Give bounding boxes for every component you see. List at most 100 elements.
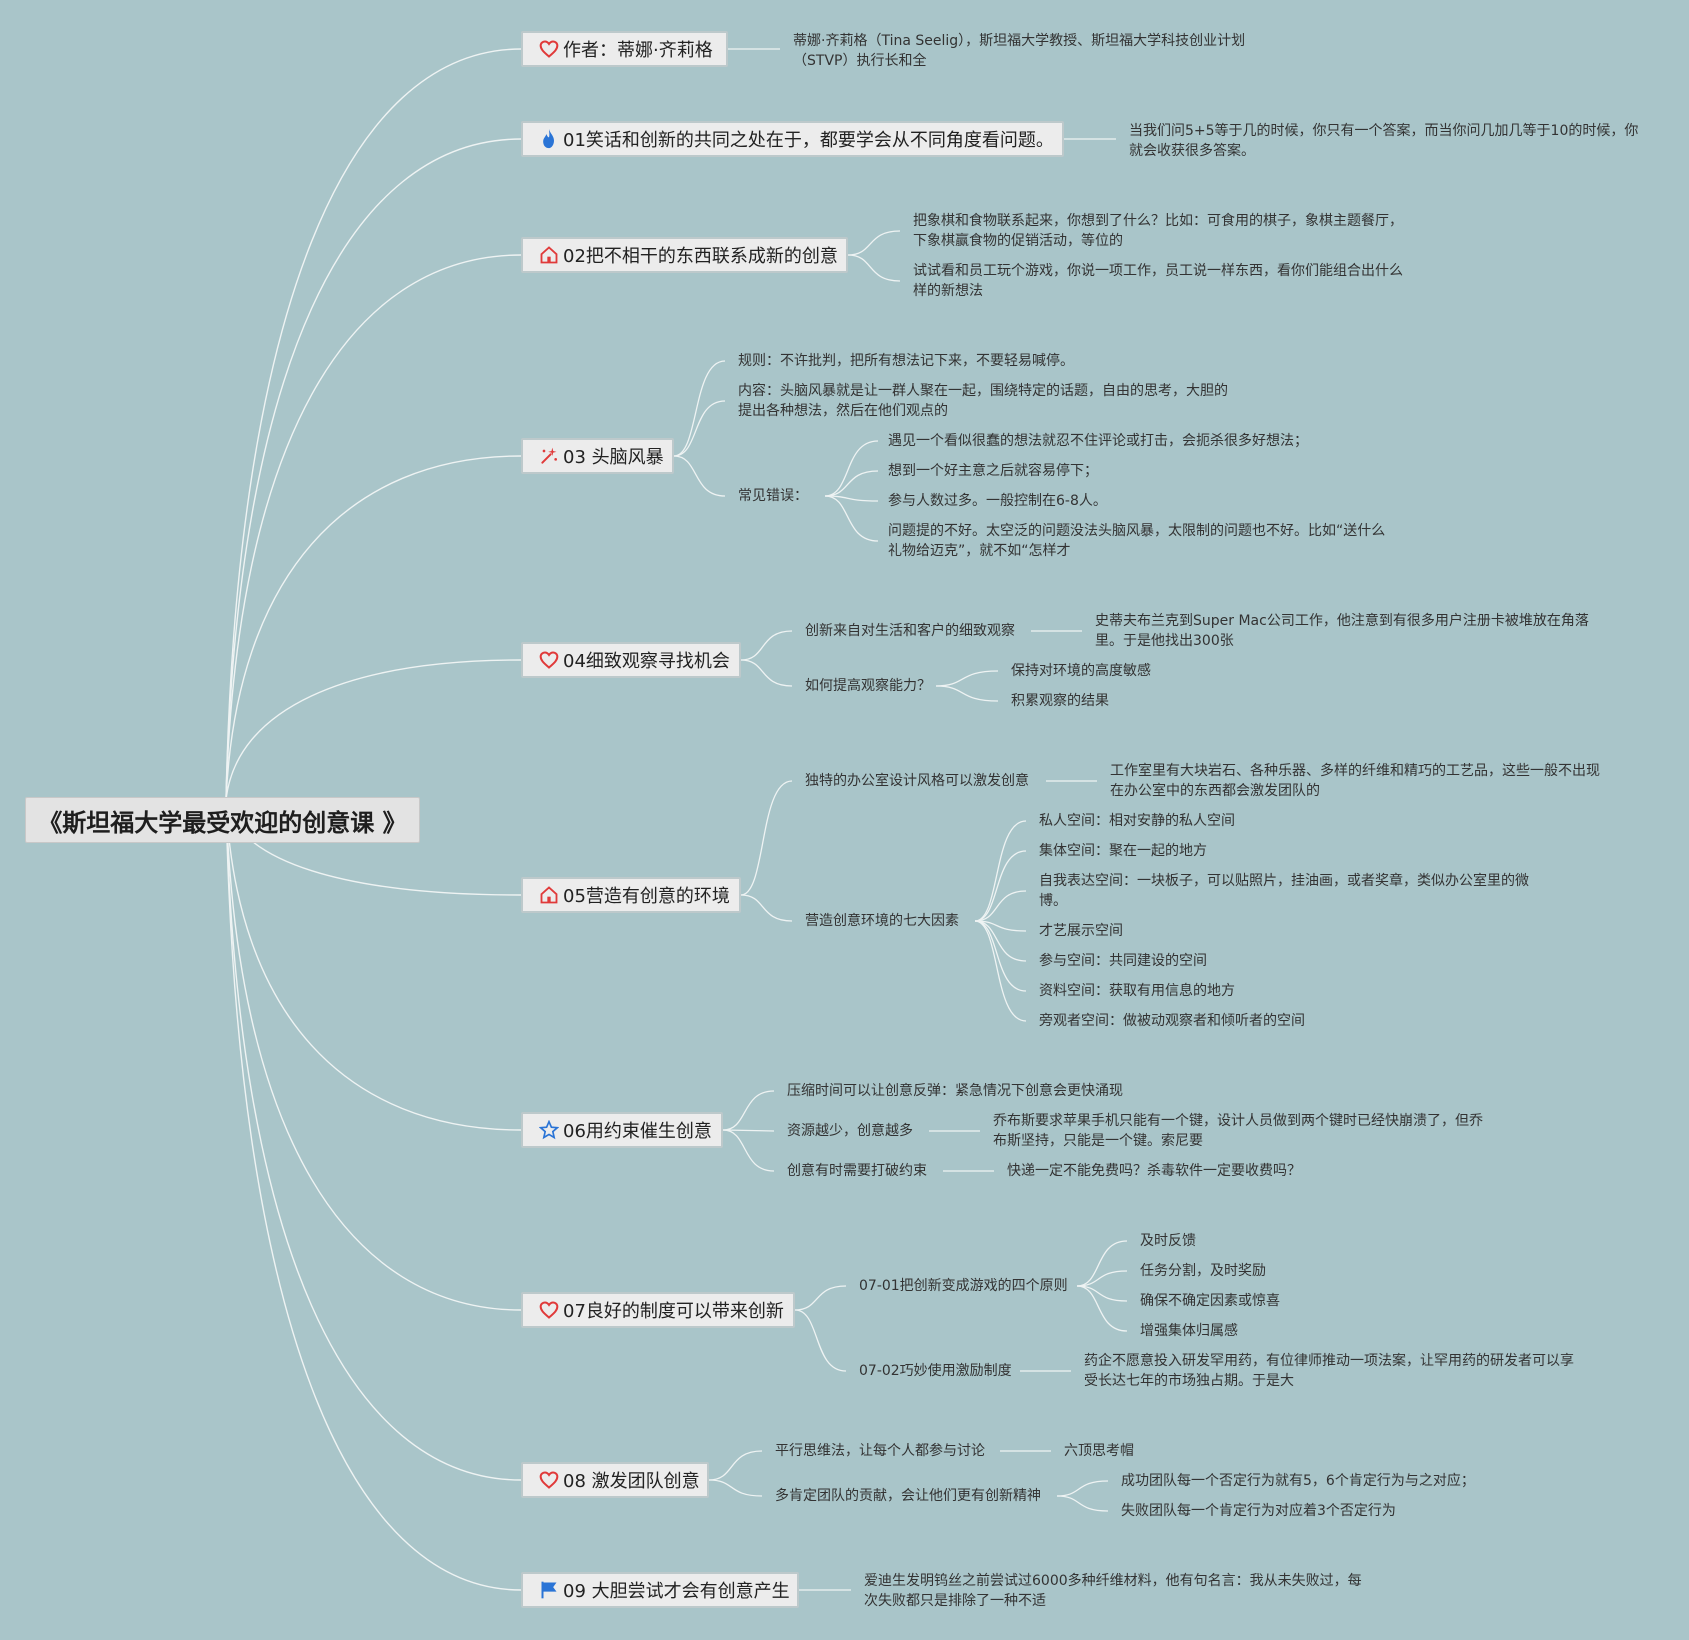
link-06-s2 [722, 1129, 775, 1132]
link-08-s1 [708, 1450, 763, 1481]
author-note-line-1: 蒂娜·齐莉格（Tina Seelig），斯坦福大学教授、斯坦福大学科技创业计划 [793, 33, 1246, 49]
link-02-a [847, 230, 901, 256]
link-03-m1 [824, 440, 879, 497]
topic-05-label: 05营造有创意的环境 [563, 886, 730, 907]
link-09 [225, 799, 522, 1591]
link-04-s2 [740, 659, 793, 687]
t08-parallel: 平行思维法，让每个人都参与讨论 [775, 1443, 985, 1459]
t04-how: 如何提高观察能力？ [805, 678, 931, 694]
topic-02[interactable]: 02把不相干的东西联系成新的创意 [521, 237, 848, 273]
link-06-s1 [722, 1090, 775, 1131]
t05-factor-1: 私人空间：相对安静的私人空间 [1039, 813, 1235, 829]
t05-office-note-line-1: 工作室里有大块岩石、各种乐器、多样的纤维和精巧的工艺品，这些一般不出现 [1110, 763, 1600, 779]
topic-01[interactable]: 01笑话和创新的共同之处在于，都要学会从不同角度看问题。 [521, 121, 1064, 157]
t06-resources: 资源越少，创意越多 [787, 1123, 913, 1139]
heart-icon [539, 1299, 559, 1321]
t02-idea-2-line-1: 试试看和员工玩个游戏，你说一项工作，员工说一样东西，看你们能组合出什么 [913, 263, 1403, 279]
link-05-f7 [974, 920, 1027, 1022]
topic-04-label: 04细致观察寻找机会 [563, 651, 730, 672]
link-03-content [673, 400, 726, 457]
t03-content-line-2: 提出各种想法，然后在他们观点的 [738, 403, 948, 419]
link-06-s3 [722, 1129, 775, 1172]
link-04-s1 [740, 630, 793, 661]
topic-02-label: 02把不相干的东西联系成新的创意 [563, 246, 838, 267]
link-05-s2 [740, 894, 793, 922]
topic-author[interactable]: 作者：蒂娜·齐莉格 [521, 31, 728, 67]
t06-time: 压缩时间可以让创意反弹：紧急情况下创意会更快涌现 [787, 1083, 1123, 1099]
t09-note-line-1: 爱迪生发明钨丝之前尝试过6000多种纤维材料，他有句名言：我从未失败过，每 [864, 1573, 1362, 1589]
t05-factor-3-line-1: 自我表达空间：一块板子，可以贴照片，挂油画，或者奖章，类似办公室里的微 [1039, 873, 1529, 889]
t05-factor-6: 资料空间：获取有用信息的地方 [1039, 983, 1235, 999]
link-03-m4 [824, 495, 879, 542]
link-07-p1 [1076, 1240, 1128, 1287]
t04-how-b: 积累观察的结果 [1011, 693, 1109, 709]
t05-factor-5: 参与空间：共同建设的空间 [1039, 953, 1207, 969]
star-icon [539, 1119, 559, 1141]
t08-parallel-note: 六顶思考帽 [1064, 1443, 1134, 1459]
t05-office-note-line-2: 在办公室中的东西都会激发团队的 [1110, 783, 1320, 799]
t05-factor-4: 才艺展示空间 [1039, 923, 1123, 939]
t03-mistake-4-line-1: 问题提的不好。太空泛的问题没法头脑风暴，太限制的问题也不好。比如“送什么 [888, 523, 1386, 539]
t05-factors: 营造创意环境的七大因素 [805, 913, 959, 929]
link-05-f1 [974, 820, 1027, 922]
author-note-line-2: （STVP）执行长和全 [793, 53, 927, 69]
sparkle-icon [539, 445, 559, 467]
link-08-s2a [1056, 1480, 1109, 1497]
topic-03-label: 03 头脑风暴 [563, 447, 664, 468]
topic-07-label: 07良好的制度可以带来创新 [563, 1301, 784, 1322]
link-04-s2b [935, 685, 999, 702]
link-author [225, 48, 522, 801]
t03-rule: 规则：不许批判，把所有想法记下来，不要轻易喊停。 [738, 353, 1074, 369]
link-07-s2 [794, 1309, 847, 1372]
topic-05[interactable]: 05营造有创意的环境 [521, 877, 741, 913]
root-topic[interactable]: 《斯坦福大学最受欢迎的创意课 》 [25, 797, 420, 843]
link-05-f2 [974, 850, 1027, 922]
t09-note-line-2: 次失败都只是排除了一种不适 [864, 1593, 1046, 1609]
t08-affirm: 多肯定团队的贡献，会让他们更有创新精神 [775, 1488, 1041, 1504]
t03-mistake-2: 想到一个好主意之后就容易停下； [888, 463, 1098, 479]
t02-idea-2-line-2: 样的新想法 [913, 283, 983, 299]
t02-idea-1-line-2: 下象棋赢食物的促销活动，等位的 [913, 233, 1123, 249]
topic-09-label: 09 大胆尝试才会有创意产生 [563, 1581, 790, 1602]
t05-factor-2: 集体空间：聚在一起的地方 [1039, 843, 1207, 859]
topic-07[interactable]: 07良好的制度可以带来创新 [521, 1292, 795, 1328]
t05-factor-3-line-2: 博。 [1039, 893, 1067, 909]
t07-incentive-note-line-2: 受长达七年的市场独占期。于是大 [1084, 1373, 1294, 1389]
topic-author-label: 作者：蒂娜·齐莉格 [563, 40, 713, 61]
link-05-f3 [974, 890, 1027, 922]
topic-03[interactable]: 03 头脑风暴 [521, 438, 674, 474]
link-08-s2b [1056, 1495, 1109, 1512]
link-03-mistakes [673, 455, 726, 497]
t03-mistakes-label: 常见错误： [738, 488, 808, 504]
link-03-m2 [824, 470, 879, 497]
t02-idea-1-line-1: 把象棋和食物联系起来，你想到了什么？比如：可食用的棋子，象棋主题餐厅， [913, 213, 1403, 229]
link-08-s2 [708, 1479, 763, 1497]
t01-note-line-1: 当我们问5+5等于几的时候，你只有一个答案，而当你问几加几等于10的时候，你 [1129, 123, 1639, 139]
t03-mistake-4-line-2: 礼物给迈克”，就不如“怎样才 [888, 543, 1071, 559]
link-07-s1 [794, 1285, 847, 1311]
topic-06[interactable]: 06用约束催生创意 [521, 1112, 723, 1148]
flag-icon [539, 1579, 559, 1601]
topic-08[interactable]: 08 激发团队创意 [521, 1462, 709, 1498]
link-07-p4 [1076, 1285, 1128, 1332]
link-05-f5 [974, 920, 1027, 962]
topic-08-label: 08 激发团队创意 [563, 1471, 700, 1492]
t03-mistake-3: 参与人数过多。一般控制在6-8人。 [888, 493, 1107, 509]
topic-09[interactable]: 09 大胆尝试才会有创意产生 [521, 1572, 799, 1608]
t01-note-line-2: 就会收获很多答案。 [1129, 143, 1255, 159]
flame-icon [539, 128, 559, 150]
link-03 [225, 455, 522, 801]
t07-incentive-note-line-1: 药企不愿意投入研发罕用药，有位律师推动一项法案，让罕用药的研发者可以享 [1084, 1353, 1574, 1369]
t04-observe-note-line-1: 史蒂夫布兰克到Super Mac公司工作，他注意到有很多用户注册卡被堆放在角落 [1095, 613, 1589, 629]
link-04 [225, 659, 522, 801]
house-icon [539, 884, 559, 906]
link-07 [225, 799, 522, 1311]
topic-04[interactable]: 04细致观察寻找机会 [521, 642, 741, 678]
t06-resources-note-line-1: 乔布斯要求苹果手机只能有一个键，设计人员做到两个键时已经快崩溃了，但乔 [993, 1113, 1483, 1129]
t07-game: 07-01把创新变成游戏的四个原则 [859, 1278, 1068, 1294]
t03-mistake-1: 遇见一个看似很蠢的想法就忍不住评论或打击，会扼杀很多好想法； [888, 433, 1308, 449]
t06-break: 创意有时需要打破约束 [787, 1163, 927, 1179]
t05-office: 独特的办公室设计风格可以激发创意 [805, 773, 1029, 789]
t06-break-note: 快递一定不能免费吗？杀毒软件一定要收费吗？ [1007, 1163, 1301, 1179]
